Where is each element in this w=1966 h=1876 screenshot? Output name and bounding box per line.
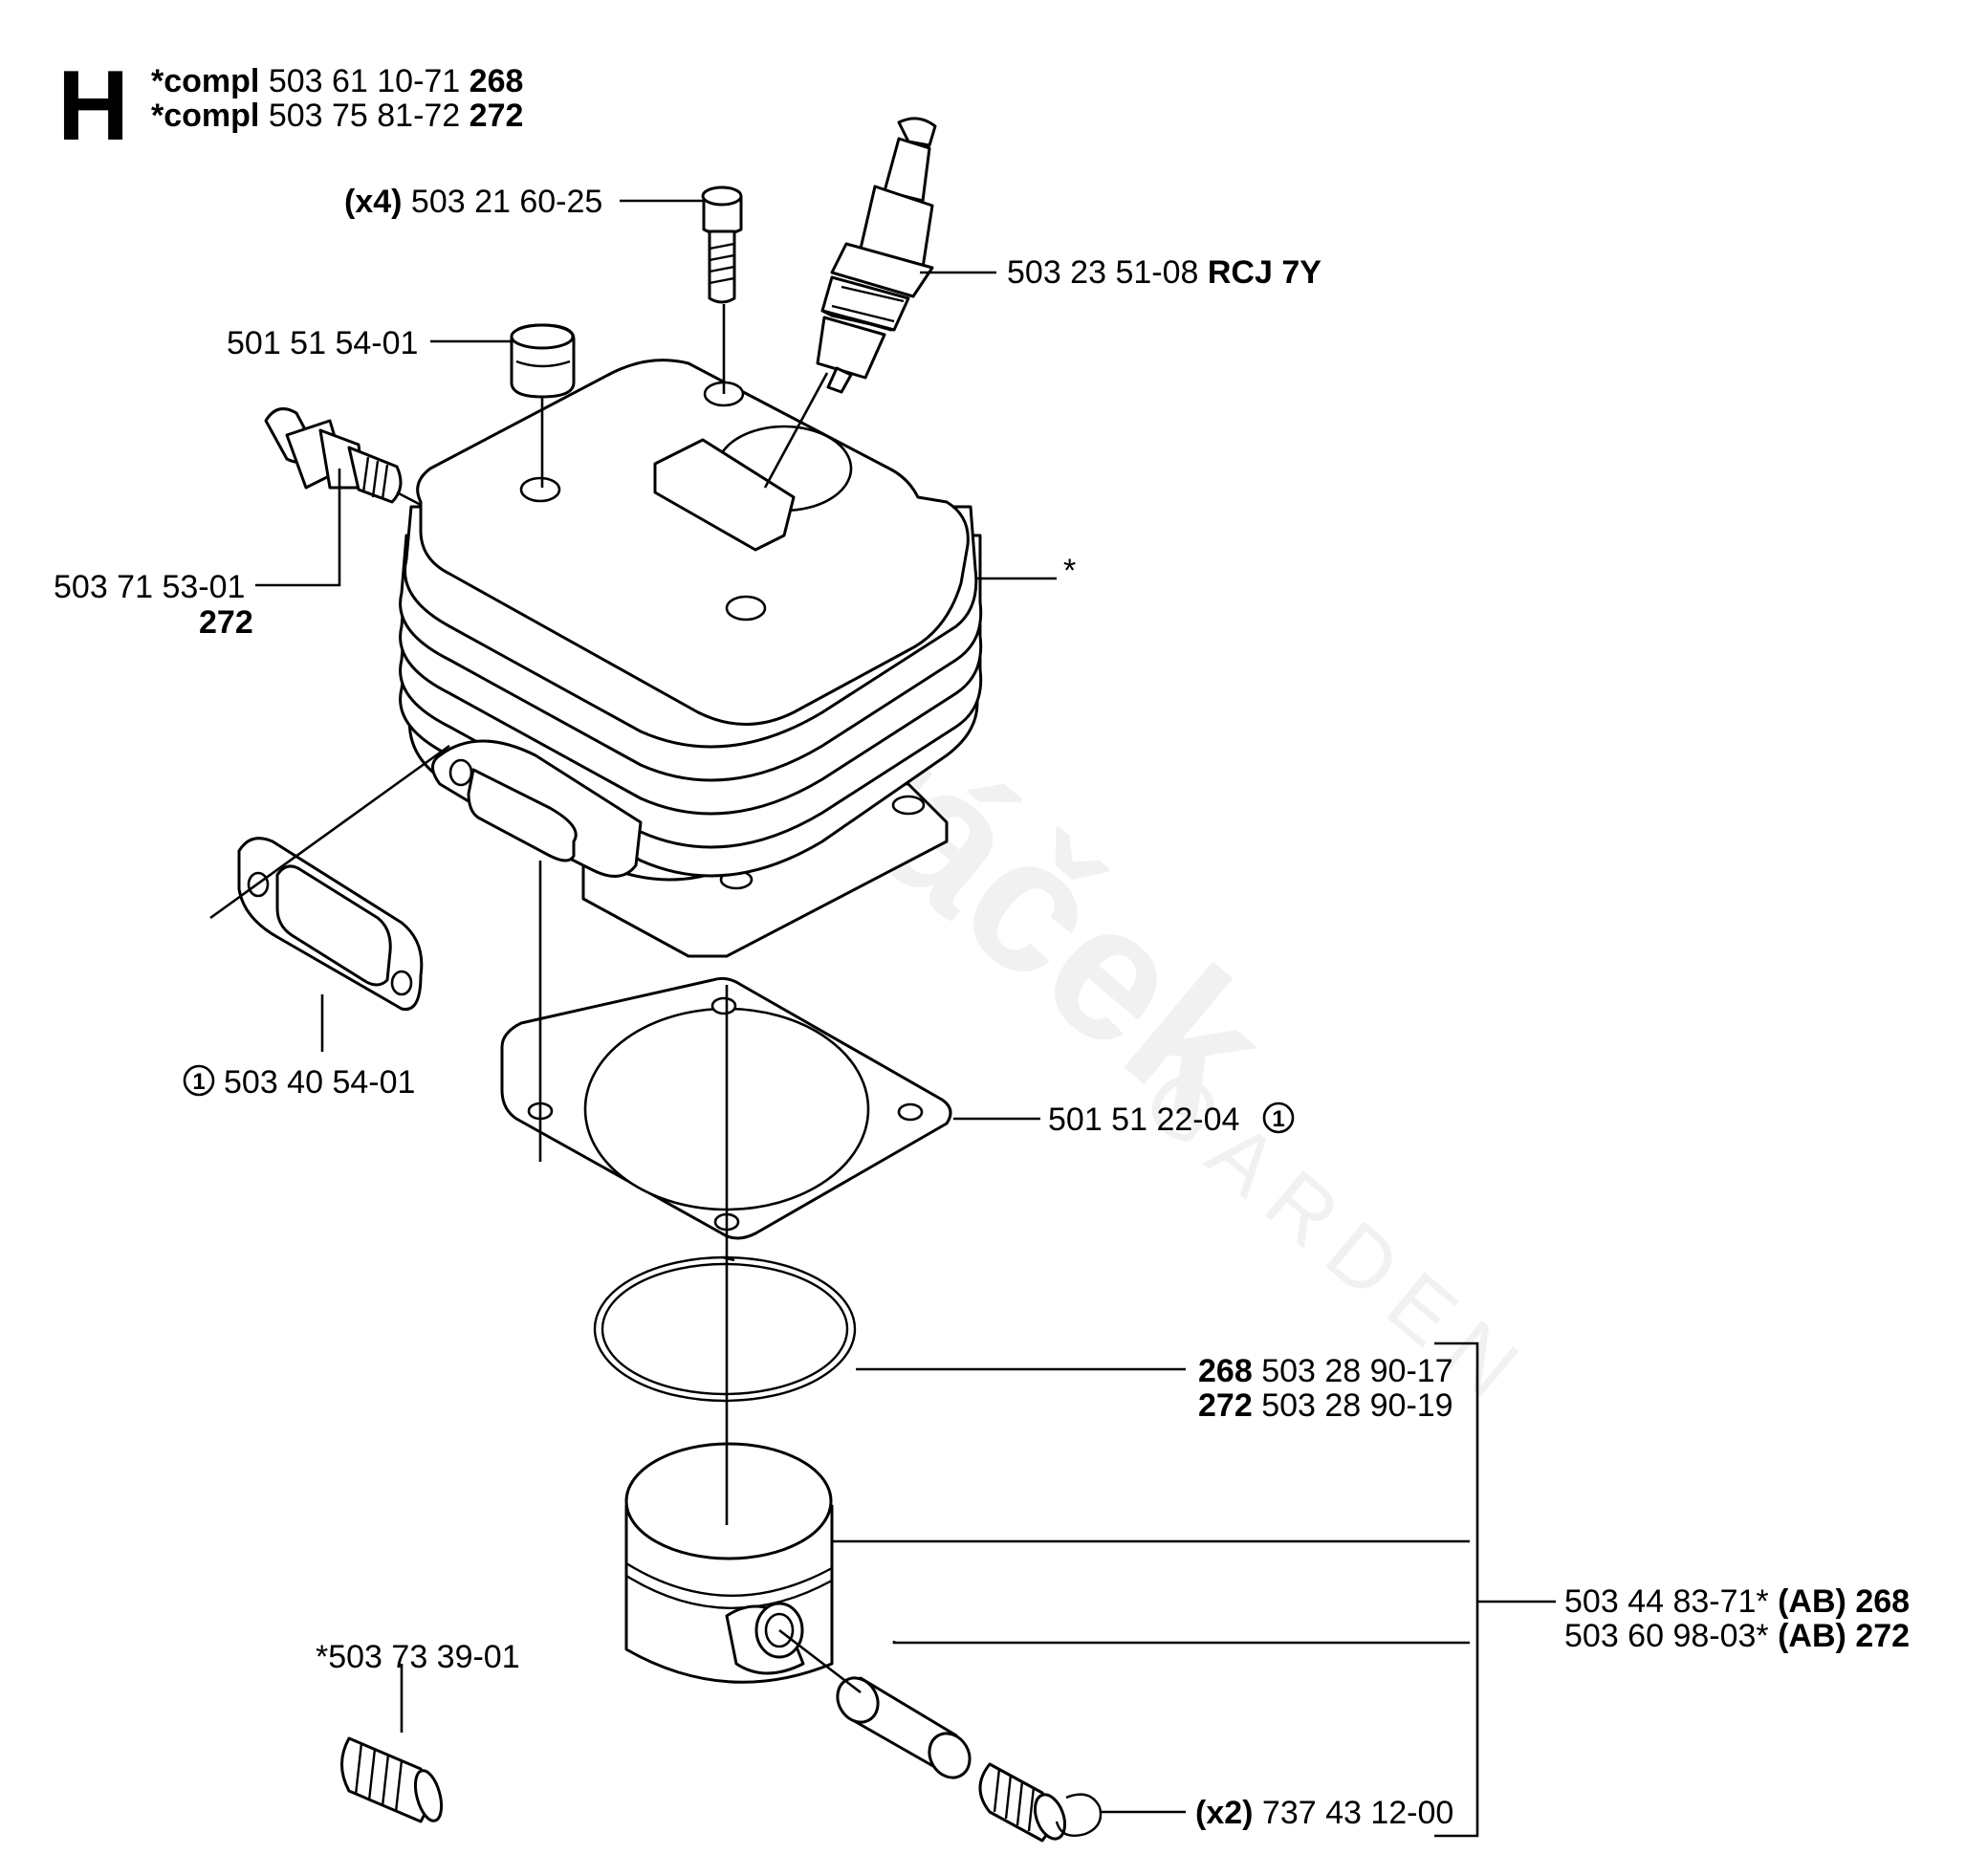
label-piston-ring-272: 272 503 28 90-19 (1198, 1387, 1453, 1424)
label-plug-cap: 501 51 54-01 (227, 325, 418, 361)
leader-lines (209, 304, 862, 1694)
note-number: 1 (192, 1069, 205, 1095)
parts-drawing (209, 117, 1556, 1843)
base-gasket-part: 501 51 22-04 (1048, 1102, 1239, 1138)
label-screw: (x4) 503 21 60-25 (344, 184, 602, 220)
note-circle-icon (1262, 1102, 1295, 1134)
label-needle-bearing: *503 73 39-01 (316, 1639, 520, 1675)
label-decomp-valve: 503 71 53-01 (54, 569, 245, 605)
spark-plug (816, 117, 937, 394)
cylinder (399, 359, 983, 958)
needle-bearing (340, 1736, 444, 1823)
exhaust-gasket (237, 837, 424, 1012)
label-spark-plug: 503 23 51-08 RCJ 7Y (1007, 254, 1322, 291)
circlip (1055, 1793, 1103, 1838)
plug-cap (510, 323, 576, 399)
label-circlip: (x2) 737 43 12-00 (1195, 1795, 1453, 1831)
piston-pin (836, 1676, 972, 1779)
label-piston-ring-268: 268 503 28 90-17 (1198, 1353, 1453, 1389)
callout-lines (255, 199, 1556, 1838)
decompression-valve (264, 407, 403, 504)
exhaust-gasket-part: 503 40 54-01 (224, 1064, 415, 1101)
compl-line-272: *compl 503 75 81-72 272 (151, 98, 523, 134)
note-number: 1 (1272, 1106, 1284, 1132)
compl-line-268: *compl 503 61 10-71 268 (151, 63, 523, 99)
label-piston-272: 503 60 98-03* (AB) 272 (1564, 1618, 1910, 1654)
label-exhaust-gasket: 1 503 40 54-01 (183, 1064, 415, 1101)
label-decomp-valve-model: 272 (199, 604, 253, 641)
label-piston-268: 503 44 83-71* (AB) 268 (1564, 1583, 1910, 1620)
piston-ring (593, 1255, 857, 1403)
label-cylinder-mark: * (1063, 553, 1076, 589)
labels: (x4) 503 21 60-25 503 23 51-08 RCJ 7Y 50… (54, 184, 1910, 1831)
section-letter: H (57, 51, 129, 162)
header: H *compl 503 61 10-71 268 *compl 503 75 … (57, 51, 523, 162)
needle-bearing-small-end (978, 1762, 1067, 1843)
note-circle-icon (183, 1064, 215, 1097)
hex-screw (701, 185, 743, 304)
label-base-gasket: 501 51 22-04 1 (1048, 1102, 1295, 1138)
